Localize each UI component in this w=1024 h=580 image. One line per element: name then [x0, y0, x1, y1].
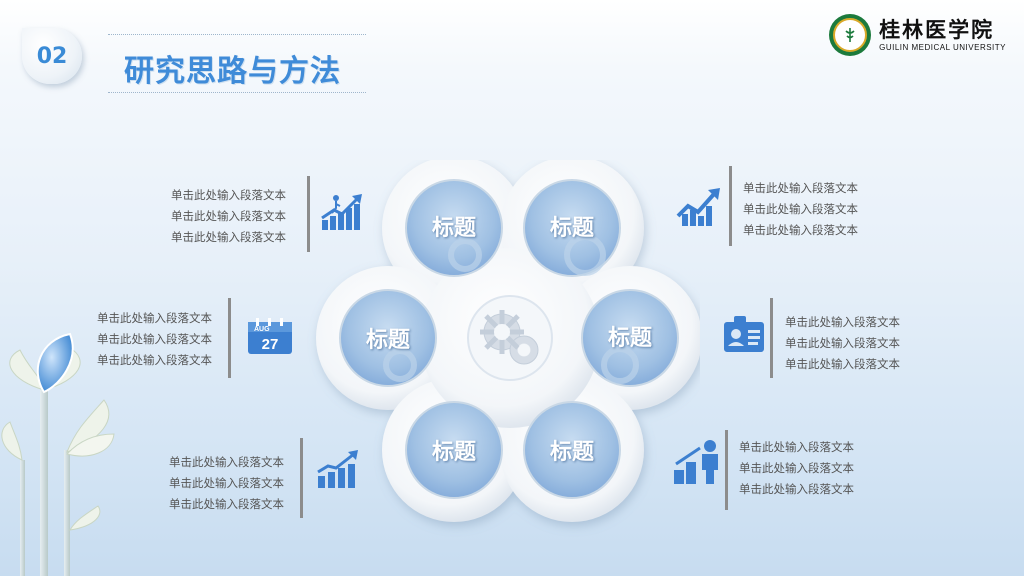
text-block-bottom-right[interactable]: 单击此处输入段落文本 单击此处输入段落文本 单击此处输入段落文本 — [739, 437, 854, 500]
section-number-badge: 02 — [22, 28, 82, 84]
flower-diagram: 标题 标题 标题 标题 标题 标题 — [300, 156, 702, 560]
text-line: 单击此处输入段落文本 — [743, 202, 858, 216]
text-block-mid-left[interactable]: 单击此处输入段落文本 单击此处输入段落文本 单击此处输入段落文本 — [76, 308, 212, 371]
petal-label-mid-right[interactable]: 标题 — [607, 326, 653, 351]
divider-bar — [228, 298, 231, 378]
section-number: 02 — [36, 43, 68, 69]
divider-bar — [729, 166, 732, 246]
text-line: 单击此处输入段落文本 — [739, 482, 854, 496]
trend-growth-icon — [676, 186, 724, 234]
text-line: 单击此处输入段落文本 — [97, 311, 212, 325]
petal-label-top-left[interactable]: 标题 — [431, 216, 477, 241]
text-line: 单击此处输入段落文本 — [97, 332, 212, 346]
page-title: 研究思路与方法 — [124, 54, 341, 89]
text-block-top-right[interactable]: 单击此处输入段落文本 单击此处输入段落文本 单击此处输入段落文本 — [743, 178, 858, 241]
petal-label-bottom-right[interactable]: 标题 — [549, 440, 595, 465]
calendar-icon: AUG 27 — [246, 316, 294, 356]
text-block-bottom-left[interactable]: 单击此处输入段落文本 单击此处输入段落文本 单击此处输入段落文本 — [148, 452, 284, 515]
text-line: 单击此处输入段落文本 — [785, 336, 900, 350]
text-block-mid-right[interactable]: 单击此处输入段落文本 单击此处输入段落文本 单击此处输入段落文本 — [785, 312, 900, 375]
text-block-top-left[interactable]: 单击此处输入段落文本 单击此处输入段落文本 单击此处输入段落文本 — [150, 185, 286, 248]
university-logo: 桂林医学院 GUILIN MEDICAL UNIVERSITY — [829, 14, 1006, 56]
decorative-plant — [0, 330, 120, 576]
stair-climb-growth-icon — [318, 188, 366, 236]
bar-chart-growth-icon — [314, 446, 362, 494]
text-line: 单击此处输入段落文本 — [97, 353, 212, 367]
text-line: 单击此处输入段落文本 — [743, 223, 858, 237]
text-line: 单击此处输入段落文本 — [785, 315, 900, 329]
text-line: 单击此处输入段落文本 — [739, 440, 854, 454]
university-name-cn: 桂林医学院 — [879, 16, 995, 42]
petal-bottom-left — [405, 401, 503, 499]
petal-label-mid-left[interactable]: 标题 — [365, 328, 411, 353]
divider-bar — [300, 438, 303, 518]
petal-bottom-right — [523, 401, 621, 499]
text-line: 单击此处输入段落文本 — [743, 181, 858, 195]
gears-icon — [467, 295, 553, 381]
text-line: 单击此处输入段落文本 — [171, 209, 286, 223]
calendar-month: AUG — [254, 326, 270, 333]
text-line: 单击此处输入段落文本 — [739, 461, 854, 475]
divider-bar — [725, 430, 728, 510]
university-seal-icon — [829, 14, 872, 56]
divider-bar — [770, 298, 773, 378]
calendar-day: 27 — [262, 336, 279, 353]
person-with-bars-icon — [672, 436, 720, 484]
text-line: 单击此处输入段落文本 — [785, 357, 900, 371]
text-line: 单击此处输入段落文本 — [169, 497, 284, 511]
petal-top-right — [523, 179, 621, 277]
title-divider-top — [108, 34, 366, 35]
id-card-icon — [720, 312, 768, 360]
text-line: 单击此处输入段落文本 — [171, 230, 286, 244]
divider-bar — [307, 176, 310, 252]
title-divider-bottom — [108, 92, 366, 93]
university-name-en: GUILIN MEDICAL UNIVERSITY — [879, 42, 1006, 52]
text-line: 单击此处输入段落文本 — [169, 455, 284, 469]
petal-label-top-right[interactable]: 标题 — [549, 216, 595, 241]
text-line: 单击此处输入段落文本 — [171, 188, 286, 202]
text-line: 单击此处输入段落文本 — [169, 476, 284, 490]
petal-label-bottom-left[interactable]: 标题 — [431, 440, 477, 465]
